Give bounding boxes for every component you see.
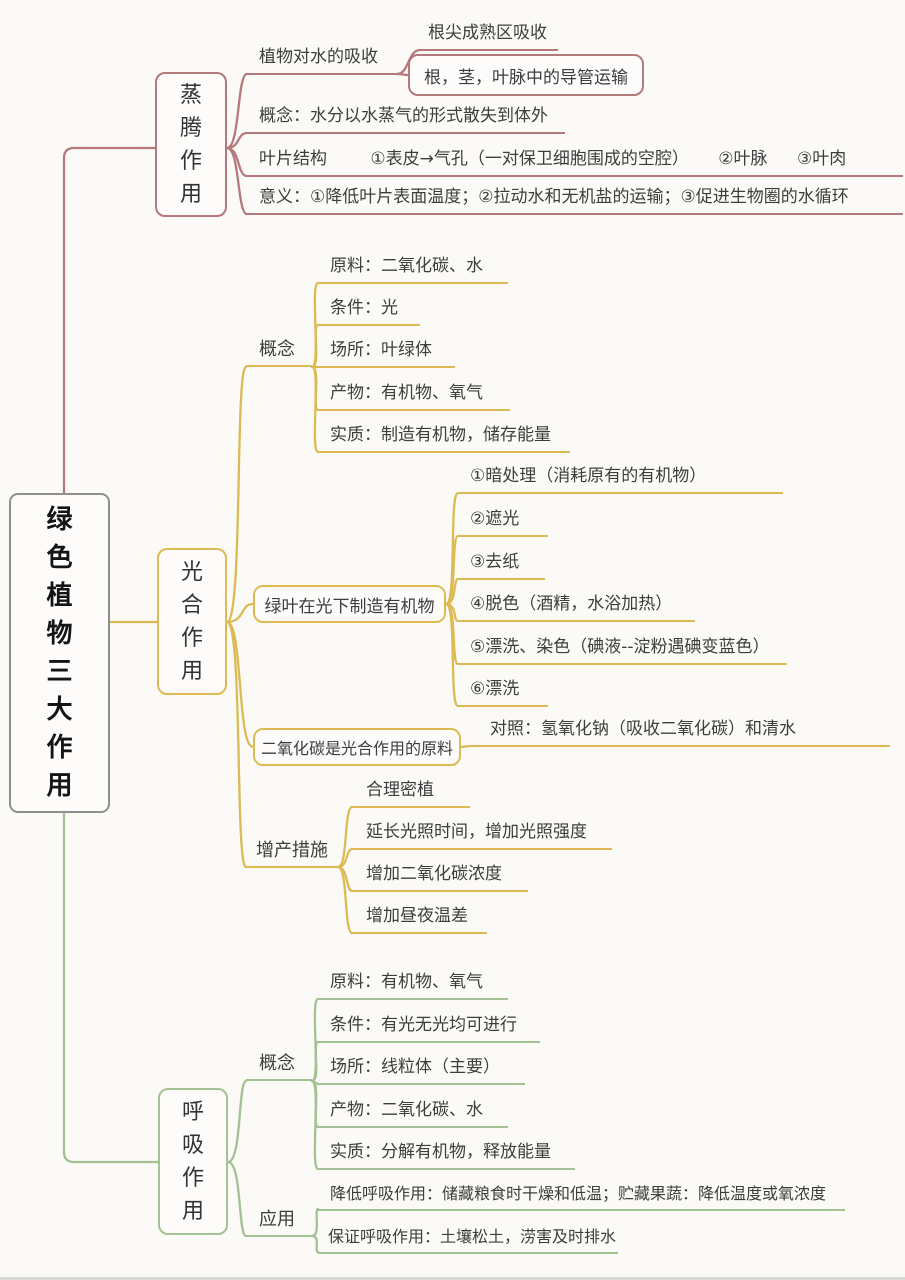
node-co2-raw-material-label: 二氧化碳是光合作用的原料 [260, 739, 453, 758]
node-rs-site: 场所：线粒体（主要） [318, 1057, 525, 1085]
node-measure-density: 合理密植 [352, 780, 470, 808]
branch-photosynthesis-label: 光合作用 [180, 559, 203, 684]
node-rs-concept: 概念 [246, 1053, 312, 1081]
node-step-rinse-stain: ⑤漂洗、染色（碘液--淀粉遇碘变蓝色） [458, 637, 787, 665]
node-ps-condition: 条件：光 [318, 298, 420, 326]
node-co2-contrast: 对照：氢氧化钠（吸收二氧化碳）和清水 [470, 719, 890, 747]
node-step-shading: ②遮光 [458, 509, 548, 537]
node-leaf-structure: 叶片结构 ①表皮→气孔（一对保卫细胞围成的空腔） ②叶脉 ③叶肉 [245, 149, 903, 177]
node-app-reduce-respiration: 降低呼吸作用：储藏粮食时干燥和低温；贮藏果蔬：降低温度或氧浓度 [318, 1183, 845, 1211]
node-step-decolorize: ④脱色（酒精，水浴加热） [458, 594, 695, 622]
node-app-ensure-respiration: 保证呼吸作用：土壤松土，涝害及时排水 [318, 1226, 618, 1254]
node-experiment-label: 绿叶在光下制造有机物 [264, 596, 435, 617]
node-ps-material: 原料：二氧化碳、水 [318, 256, 508, 284]
node-water-absorption: 植物对水的吸收 [245, 47, 397, 75]
root-topic: 绿色植物三大作用 [9, 493, 110, 813]
node-transpiration-significance: 意义：①降低叶片表面温度；②拉动水和无机盐的运输；③促进生物圈的水循环 [245, 187, 903, 215]
node-experiment: 绿叶在光下制造有机物 [253, 585, 446, 623]
node-rs-condition: 条件：有光无光均可进行 [318, 1015, 540, 1043]
node-rs-product: 产物：二氧化碳、水 [318, 1100, 508, 1128]
node-root-tip-absorption: 根尖成熟区吸收 [420, 23, 558, 51]
leaf-structure-item-mesophyll: ③叶肉 [796, 149, 847, 169]
node-yield-measures: 增产措施 [246, 840, 338, 868]
node-ps-site: 场所：叶绿体 [318, 340, 455, 368]
branch-transpiration-label: 蒸腾作用 [179, 82, 202, 207]
node-rs-essence: 实质：分解有机物，释放能量 [318, 1142, 575, 1170]
node-ps-essence: 实质：制造有机物，储存能量 [318, 425, 570, 453]
node-vessel-transport: 根，茎，叶脉中的导管运输 [408, 54, 644, 96]
node-vessel-transport-label: 根，茎，叶脉中的导管运输 [424, 67, 628, 88]
leaf-structure-item-vein: ②叶脉 [718, 149, 768, 169]
branch-transpiration: 蒸腾作用 [155, 72, 227, 217]
node-step-remove-paper: ③去纸 [458, 552, 545, 580]
node-ps-product: 产物：有机物、氧气 [318, 383, 510, 411]
node-transpiration-concept: 概念：水分以水蒸气的形式散失到体外 [245, 106, 565, 134]
branch-photosynthesis: 光合作用 [157, 548, 227, 695]
leaf-structure-item-epidermis: ①表皮→气孔（一对保卫细胞围成的空腔） [370, 149, 689, 169]
root-topic-label: 绿色植物三大作用 [46, 505, 73, 801]
node-measure-temperature: 增加昼夜温差 [352, 906, 487, 934]
node-measure-co2: 增加二氧化碳浓度 [352, 864, 528, 892]
node-step-dark-treatment: ①暗处理（消耗原有的有机物） [458, 466, 783, 494]
node-rs-material: 原料：有机物、氧气 [318, 972, 508, 1000]
node-co2-raw-material: 二氧化碳是光合作用的原料 [253, 728, 461, 766]
branch-respiration-label: 呼吸作用 [181, 1099, 204, 1224]
node-ps-concept: 概念 [246, 339, 312, 367]
leaf-structure-label: 叶片结构 [259, 149, 327, 169]
node-rs-application: 应用 [246, 1209, 312, 1237]
node-step-rinse: ⑥漂洗 [458, 679, 548, 707]
node-measure-light: 延长光照时间，增加光照强度 [352, 822, 612, 850]
branch-respiration: 呼吸作用 [158, 1088, 228, 1235]
